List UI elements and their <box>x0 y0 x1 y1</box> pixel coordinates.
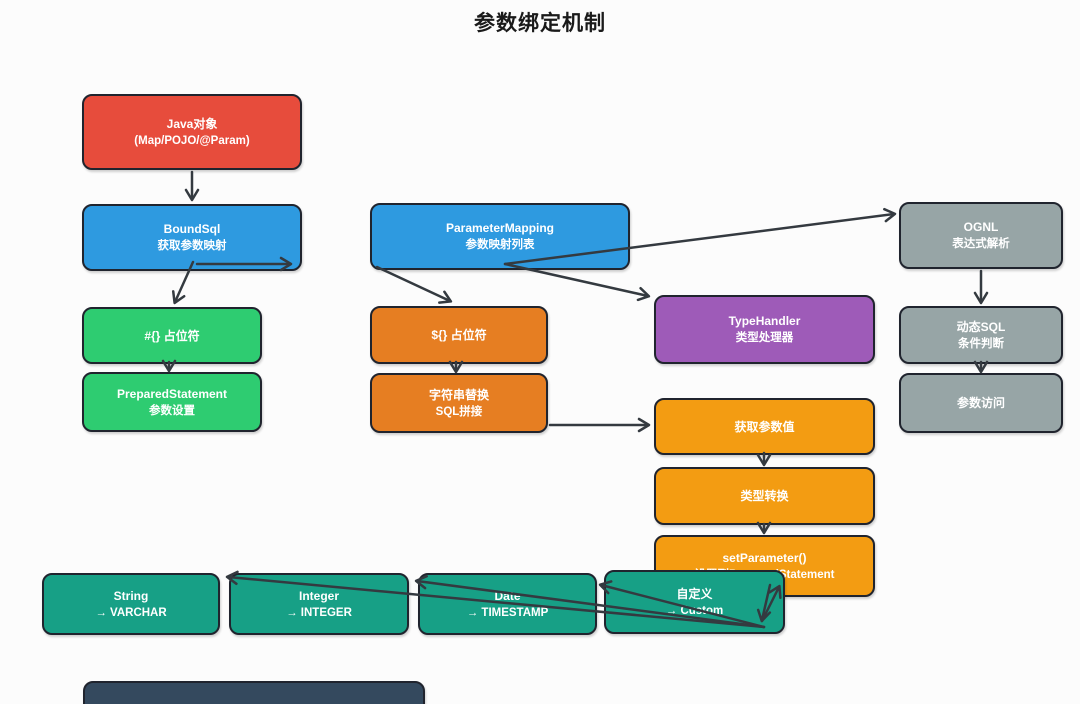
node-prepared-statement-sublabel: 参数设置 <box>149 404 195 417</box>
node-get-param-value-label: 获取参数值 <box>734 419 795 434</box>
node-dynamic-sql-label: 动态SQL <box>956 319 1006 334</box>
node-parameter-mapping: ParameterMapping 参数映射列表 <box>370 203 630 270</box>
edge-parammapping-to-dollar <box>375 265 453 304</box>
node-map-string: String → VARCHAR <box>42 573 220 635</box>
node-map-date-sublabel: → TIMESTAMP <box>466 606 549 619</box>
node-ognl-sublabel: 表达式解析 <box>952 238 1010 251</box>
node-map-integer-label: Integer <box>298 588 339 603</box>
node-string-replace-sublabel: SQL拼接 <box>435 405 483 418</box>
node-hash-placeholder-label: #{} 占位符 <box>144 328 200 343</box>
node-set-parameter-label: setParameter() <box>722 550 807 565</box>
node-type-convert: 类型转换 <box>654 467 875 525</box>
node-dynamic-sql: 动态SQL 条件判断 <box>899 306 1063 364</box>
node-typehandler: TypeHandler 类型处理器 <box>654 295 875 364</box>
node-dollar-placeholder: ${} 占位符 <box>370 306 548 364</box>
node-dynamic-sql-sublabel: 条件判断 <box>958 337 1004 350</box>
node-bottom-partial <box>83 681 425 704</box>
node-parameter-mapping-sublabel: 参数映射列表 <box>465 239 535 252</box>
node-map-string-sublabel: → VARCHAR <box>95 606 167 619</box>
node-map-custom-sublabel: → Custom <box>665 604 724 617</box>
node-boundsql-label: BoundSql <box>163 222 221 237</box>
node-java-object-label: Java对象 <box>166 116 218 131</box>
node-get-param-value: 获取参数值 <box>654 398 875 455</box>
node-boundsql-sublabel: 获取参数映射 <box>157 240 227 253</box>
node-hash-placeholder: #{} 占位符 <box>82 307 262 364</box>
node-boundsql: BoundSql 获取参数映射 <box>82 204 302 271</box>
node-param-access-label: 参数访问 <box>956 396 1005 410</box>
node-param-access: 参数访问 <box>899 373 1063 433</box>
node-ognl: OGNL 表达式解析 <box>899 202 1063 269</box>
node-prepared-statement-label: PreparedStatement <box>116 386 228 401</box>
node-prepared-statement: PreparedStatement 参数设置 <box>82 372 262 432</box>
node-type-convert-label: 类型转换 <box>740 489 789 503</box>
node-typehandler-sublabel: 类型处理器 <box>735 332 794 345</box>
node-map-date: Date → TIMESTAMP <box>418 573 597 635</box>
node-string-replace-label: 字符串替换 <box>428 387 489 402</box>
node-typehandler-label: TypeHandler <box>728 314 801 329</box>
node-java-object-sublabel: (Map/POJO/@Param) <box>134 134 250 147</box>
node-map-integer-sublabel: → INTEGER <box>286 606 352 619</box>
node-map-date-label: Date <box>494 588 521 603</box>
node-dollar-placeholder-label: ${} 占位符 <box>431 328 487 342</box>
node-java-object: Java对象 (Map/POJO/@Param) <box>82 94 302 170</box>
node-map-string-label: String <box>113 588 149 603</box>
diagram-title: 参数绑定机制 <box>474 12 606 35</box>
node-ognl-label: OGNL <box>963 220 999 235</box>
node-map-custom-label: 自定义 <box>676 586 713 601</box>
node-map-custom: 自定义 → Custom <box>604 570 785 634</box>
node-parameter-mapping-label: ParameterMapping <box>445 221 555 236</box>
node-string-replace: 字符串替换 SQL拼接 <box>370 373 548 433</box>
node-map-integer: Integer → INTEGER <box>229 573 409 635</box>
